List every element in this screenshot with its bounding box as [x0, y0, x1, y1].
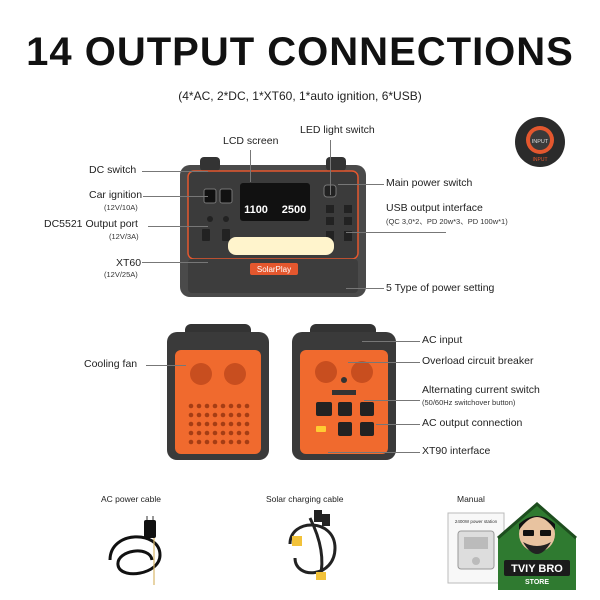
leader-car-ignition	[143, 196, 208, 197]
label-xt60: XT60	[116, 257, 142, 269]
label-xt90: XT90 interface	[422, 445, 491, 457]
leader-ac-output	[376, 424, 420, 425]
leader-cooling-fan	[146, 365, 186, 366]
label-lcd-screen: LCD screen	[223, 135, 279, 147]
label-ac-switch-spec: (50/60Hz switchover button)	[422, 398, 516, 407]
manual-image: 2400W power station	[447, 512, 505, 584]
leader-xt90	[328, 452, 420, 453]
leader-ac-input	[362, 341, 420, 342]
label-overload: Overload circuit breaker	[422, 355, 534, 367]
logo-line1: TVIY BRO	[511, 563, 563, 575]
power-station-front: 1100 2500 SolarPlay	[180, 157, 366, 297]
power-station-side-left	[167, 324, 269, 460]
label-manual: Manual	[457, 494, 485, 504]
label-ac-cable: AC power cable	[101, 494, 162, 504]
leader-lcd	[250, 150, 251, 182]
label-ac-output: AC output connection	[422, 417, 523, 429]
label-ac-switch: Alternating current switch	[422, 384, 540, 396]
label-power-setting: 5 Type of power setting	[386, 282, 495, 294]
page-subtitle: (4*AC, 2*DC, 1*XT60, 1*auto ignition, 6*…	[178, 89, 422, 103]
leader-power-setting	[346, 288, 384, 289]
label-dc5521-spec: (12V/3A)	[109, 232, 139, 241]
brand-name: SolarPlay	[257, 265, 291, 274]
label-car-ignition: Car ignition	[89, 189, 143, 201]
input-label-bottom: INPUT	[533, 157, 548, 163]
input-label-center: INPUT	[532, 139, 549, 145]
label-led-light-switch: LED light switch	[300, 124, 375, 136]
leader-usb	[346, 232, 446, 233]
page-title: 14 OUTPUT CONNECTIONS	[26, 30, 574, 74]
power-station-side-right	[292, 324, 396, 460]
label-cooling-fan: Cooling fan	[84, 358, 138, 370]
label-usb-output-spec: (QC 3,0*2、PD 20w*3、PD 100w*1)	[386, 217, 508, 226]
leader-ac-switch	[364, 400, 420, 401]
leader-led	[330, 140, 331, 195]
leader-main-power	[338, 184, 384, 185]
leader-dc-switch	[142, 171, 208, 172]
label-solar-cable: Solar charging cable	[266, 494, 344, 504]
logo-line2: STORE	[525, 579, 549, 586]
label-ac-input: AC input	[422, 334, 463, 346]
label-main-power-switch: Main power switch	[386, 177, 473, 189]
leader-xt60	[142, 262, 208, 263]
solar-cable-image	[288, 510, 337, 580]
manual-cover-text: 2400W power station	[455, 519, 498, 524]
input-button-inset: INPUT INPUT	[515, 117, 565, 167]
leader-overload	[348, 362, 420, 363]
label-dc-switch: DC switch	[89, 164, 137, 176]
lcd-right-value: 2500	[282, 204, 306, 216]
lcd-left-value: 1100	[244, 204, 268, 216]
label-dc5521: DC5521 Output port	[44, 218, 138, 230]
label-car-ignition-spec: (12V/10A)	[104, 203, 138, 212]
label-usb-output: USB output interface	[386, 202, 483, 214]
store-logo: TVIY BRO STORE	[497, 502, 577, 590]
ac-cable-image	[108, 516, 162, 585]
leader-dc5521	[148, 226, 208, 227]
label-xt60-spec: (12V/25A)	[104, 270, 138, 279]
